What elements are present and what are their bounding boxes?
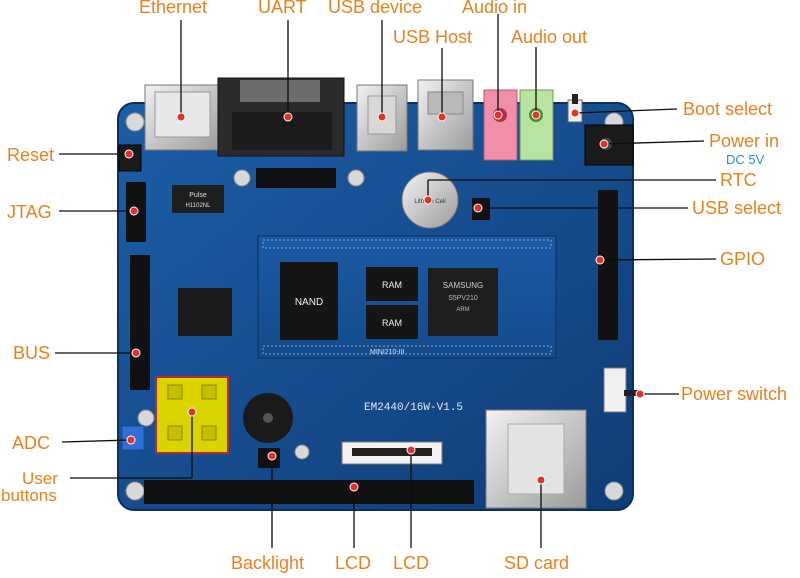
svg-text:ARM: ARM [456,307,469,313]
gpio-header [598,190,618,340]
svg-text:RAM: RAM [382,318,402,328]
label-power-in-sub: DC 5V [726,152,765,167]
callout-lines [55,14,717,548]
label-audio-in: Audio in [462,0,528,17]
cpu-chip [428,268,498,336]
label-ethernet: Ethernet [139,0,208,17]
top-header [256,168,336,188]
svg-text:NAND: NAND [295,297,323,308]
svg-text:S5PV210: S5PV210 [448,295,478,302]
nand-chip [280,262,338,340]
label-reset: Reset [7,145,55,165]
lcd-connector-bottom [144,480,474,504]
label-rtc: RTC [720,170,757,190]
label-power-switch: Power switch [681,384,788,404]
power-switch [603,367,627,413]
label-lcd-2: LCD [393,553,430,573]
label-user-buttons-line1: User [22,469,58,488]
svg-text:MINI210-III: MINI210-III [370,349,405,356]
label-lcd-1: LCD [335,553,372,573]
label-jtag: JTAG [7,202,52,222]
label-sd-card: SD card [504,553,570,573]
ram-chip-1 [366,267,418,301]
label-gpio: GPIO [720,249,766,269]
label-bus: BUS [13,343,51,363]
svg-text:RAM: RAM [382,280,402,290]
label-power-in: Power in [709,131,780,151]
ethernet-transformer [172,185,224,213]
svg-text:H1102NL: H1102NL [186,203,212,209]
label-usb-device: USB device [328,0,423,17]
audio-in-jack [483,89,518,161]
label-boot-select: Boot select [683,99,773,119]
ethernet-controller [178,288,232,336]
callout-dots [124,108,645,492]
bus-header [130,255,150,390]
label-backlight: Backlight [231,553,305,573]
label-uart: UART [258,0,307,17]
svg-text:Pulse: Pulse [189,192,207,199]
label-usb-select: USB select [692,198,782,218]
label-audio-out: Audio out [511,27,588,47]
label-adc: ADC [12,433,51,453]
svg-text:EM2440/16W-V1.5: EM2440/16W-V1.5 [364,402,463,414]
label-user-buttons-line2: buttons [1,486,57,505]
svg-text:SAMSUNG: SAMSUNG [443,281,483,290]
ram-chip-2 [366,305,418,339]
label-usb-host: USB Host [393,27,473,47]
